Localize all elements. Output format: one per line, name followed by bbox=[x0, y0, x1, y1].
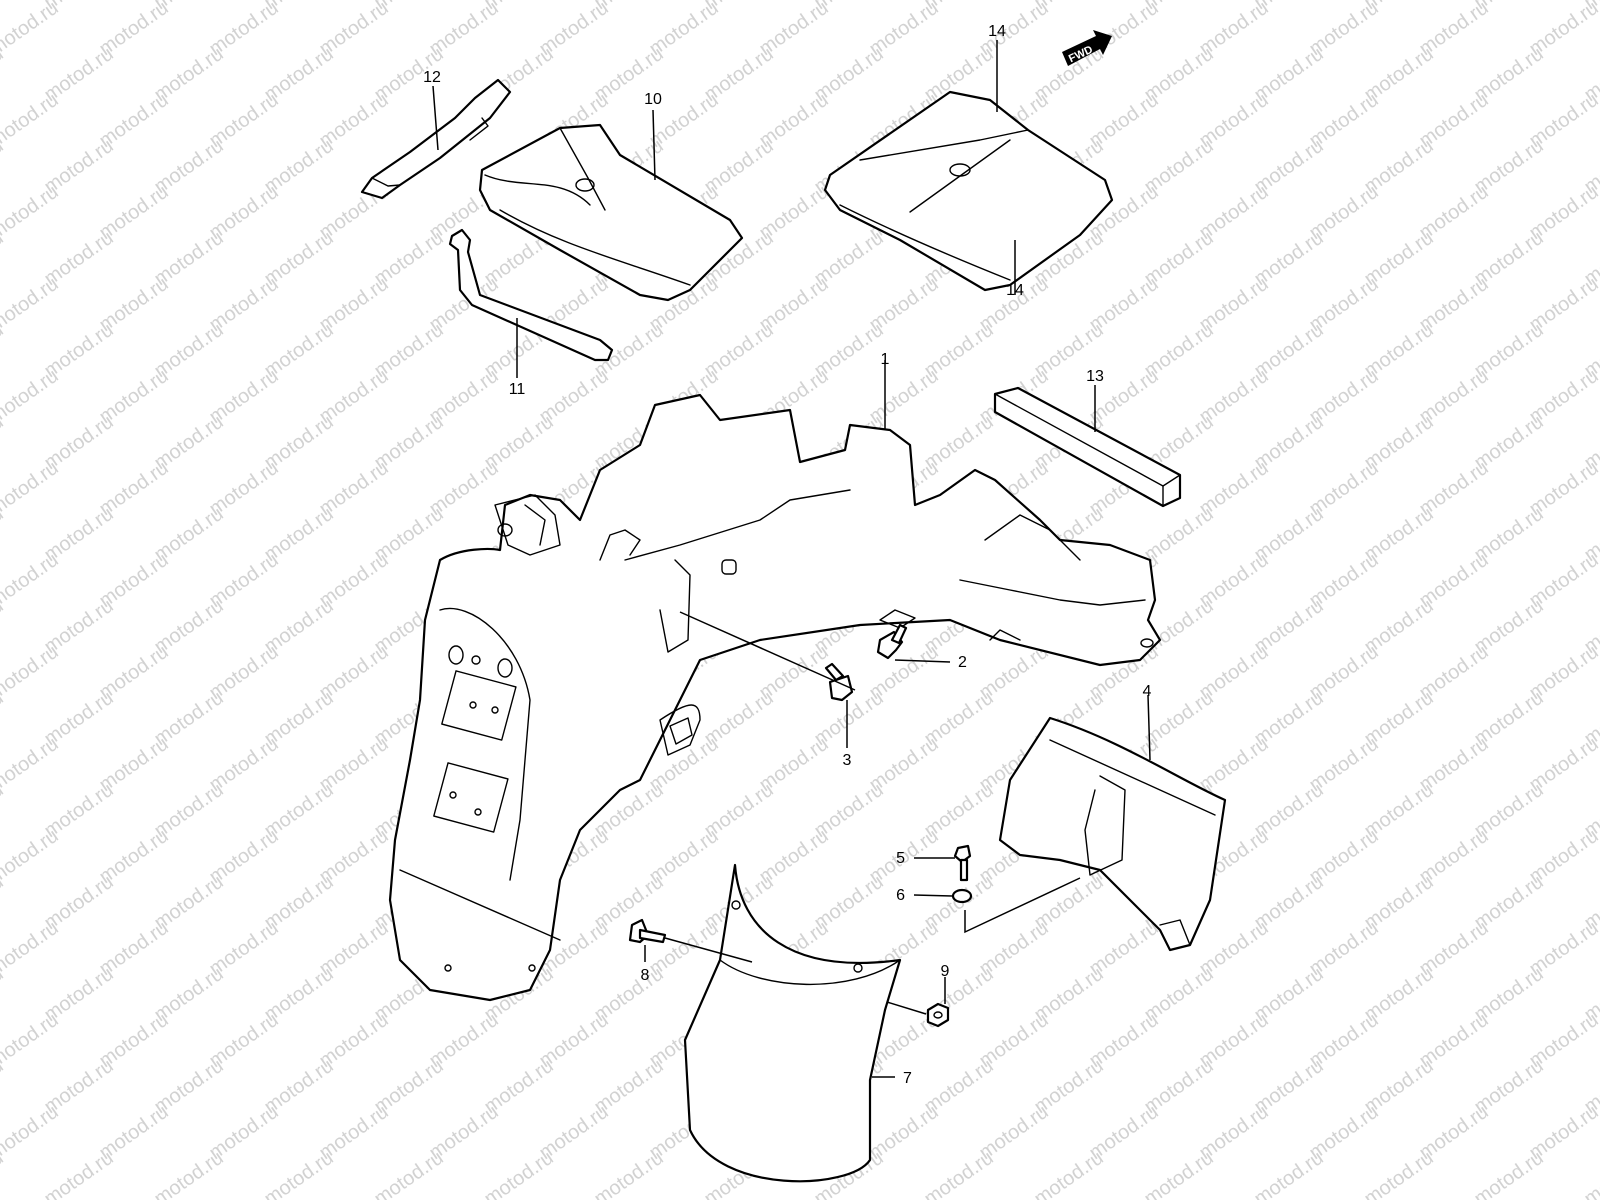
callout-10: 10 bbox=[644, 91, 662, 108]
callout-6: 6 bbox=[896, 887, 905, 904]
part-5-screw bbox=[953, 844, 972, 882]
watermark-text: motod.ru bbox=[1580, 1147, 1600, 1200]
part-13-foam-block bbox=[993, 386, 1182, 508]
callout-5: 5 bbox=[896, 850, 905, 867]
watermark-text: motod.ru bbox=[0, 89, 63, 152]
watermark-text: motod.ru bbox=[150, 1147, 227, 1200]
watermark-text: motod.ru bbox=[1250, 1147, 1327, 1200]
callout-14: 14 bbox=[988, 23, 1006, 40]
part-4-splash-guard bbox=[998, 716, 1227, 952]
watermark-text: motod.ru bbox=[1030, 1147, 1107, 1200]
watermark-text: motod.ru bbox=[0, 0, 63, 60]
watermark-text: motod.ru bbox=[0, 917, 63, 980]
watermark-text: motod.ru bbox=[590, 1147, 667, 1200]
watermark-text: motod.ru bbox=[0, 549, 63, 612]
watermark-text: motod.ru bbox=[0, 733, 63, 796]
callout-7: 7 bbox=[903, 1070, 912, 1087]
part-2-bolt bbox=[876, 623, 908, 660]
watermark-text: motod.ru bbox=[920, 1147, 997, 1200]
part-1-inner-fender bbox=[388, 393, 1162, 1002]
watermark-text: motod.ru bbox=[1360, 1147, 1437, 1200]
part-14-tool-bag bbox=[823, 90, 1114, 292]
part-6-washer bbox=[951, 888, 973, 904]
watermark-text: motod.ru bbox=[370, 1147, 447, 1200]
watermark-text: motod.ru bbox=[0, 641, 63, 704]
callout-1: 1 bbox=[881, 351, 890, 368]
callout-13: 13 bbox=[1086, 368, 1104, 385]
callout-14-lower: 14 bbox=[1006, 282, 1024, 299]
watermark-text: motod.ru bbox=[0, 365, 63, 428]
watermark-text: motod.ru bbox=[0, 273, 63, 336]
callout-2: 2 bbox=[958, 654, 967, 671]
callout-12: 12 bbox=[423, 69, 441, 86]
watermark-text: motod.ru bbox=[260, 1147, 337, 1200]
part-8-screw bbox=[628, 918, 667, 944]
watermark-text: motod.ru bbox=[0, 1009, 63, 1072]
watermark-text: motod.ru bbox=[0, 181, 63, 244]
watermark-text: motod.ru bbox=[0, 825, 63, 888]
callout-11: 11 bbox=[509, 381, 526, 398]
part-9-nut bbox=[926, 1002, 950, 1028]
part-3-bolt bbox=[824, 662, 854, 702]
callout-3: 3 bbox=[843, 752, 852, 769]
leader-lines bbox=[432, 40, 1151, 1078]
watermark-text: motod.ru bbox=[1470, 1147, 1547, 1200]
part-12-strap bbox=[360, 78, 512, 200]
watermark-text: motod.ru bbox=[480, 1147, 557, 1200]
watermark-text: motod.ru bbox=[0, 0, 8, 14]
callout-8: 8 bbox=[641, 967, 650, 984]
watermark-text: motod.ru bbox=[1140, 1147, 1217, 1200]
callout-4: 4 bbox=[1143, 683, 1152, 700]
callout-9: 9 bbox=[941, 963, 950, 980]
part-10-tool-bag bbox=[478, 123, 744, 302]
watermark-text: motod.ru bbox=[0, 457, 63, 520]
callout-labels: 12 10 11 14 14 1 13 2 3 4 5 6 8 9 7 bbox=[423, 23, 1151, 1087]
watermark-text: motod.ru bbox=[40, 1147, 117, 1200]
part-11-wrench bbox=[448, 228, 614, 362]
watermark-text: motod.ru bbox=[0, 1101, 63, 1164]
part-7-mud-flap bbox=[683, 863, 902, 1183]
